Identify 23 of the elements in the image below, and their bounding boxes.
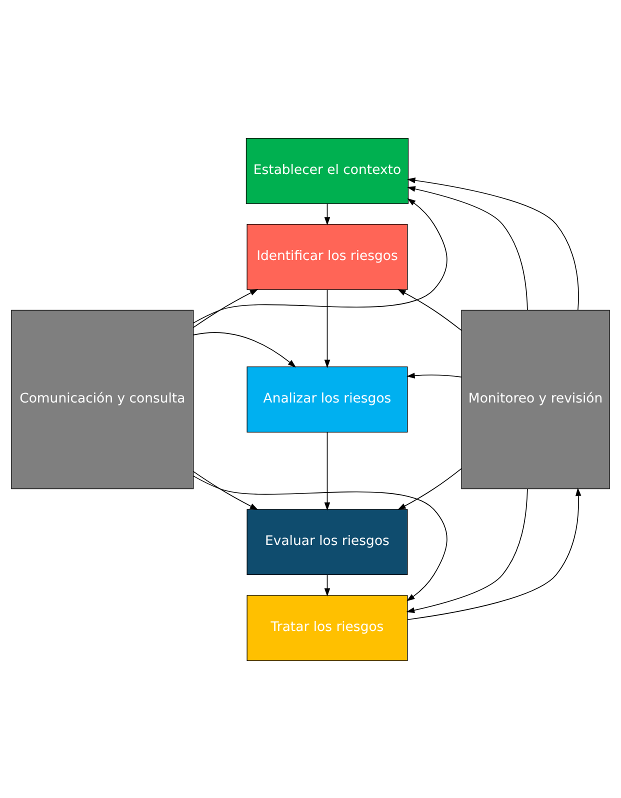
node-box: Monitoreo y revisión bbox=[461, 309, 610, 489]
arrow bbox=[407, 186, 528, 310]
node-box: Comunicación y consulta bbox=[11, 309, 194, 489]
arrow bbox=[324, 431, 330, 510]
node-box: Tratar los riesgos bbox=[246, 594, 408, 661]
node-box: Analizar los riesgos bbox=[246, 366, 408, 432]
arrow bbox=[193, 288, 258, 328]
arrow bbox=[193, 198, 448, 323]
node-box: Evaluar los riesgos bbox=[246, 508, 408, 575]
arrow bbox=[406, 372, 462, 378]
arrow bbox=[324, 574, 330, 596]
arrow bbox=[398, 468, 462, 510]
arrow bbox=[324, 288, 330, 368]
node-box: Identificar los riesgos bbox=[246, 223, 408, 290]
arrow bbox=[193, 470, 258, 510]
arrow bbox=[324, 202, 330, 225]
node-box: Establecer el contexto bbox=[246, 137, 409, 204]
arrow bbox=[407, 177, 579, 310]
arrow bbox=[193, 475, 448, 601]
arrow bbox=[193, 332, 296, 367]
arrow bbox=[406, 488, 528, 613]
arrow bbox=[407, 487, 582, 620]
arrow bbox=[398, 288, 462, 330]
